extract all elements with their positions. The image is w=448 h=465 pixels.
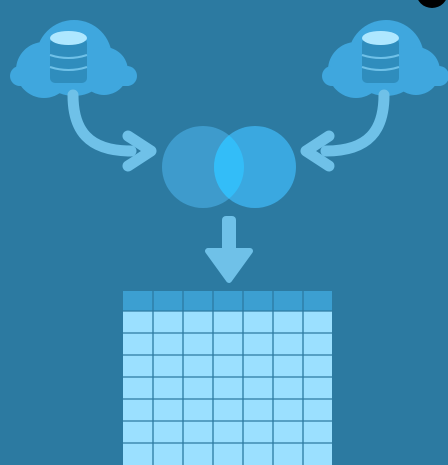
corner-shape <box>418 0 446 8</box>
right-curved-arrow-icon <box>300 89 390 172</box>
database-icon <box>361 31 400 83</box>
left-cloud-database-icon <box>10 20 137 98</box>
table-body <box>123 291 332 465</box>
table-header-row <box>123 291 332 311</box>
table-grid-icon <box>123 291 332 465</box>
left-curved-arrow-icon <box>67 89 157 172</box>
down-arrow-icon <box>205 216 253 283</box>
table-grid-lines <box>123 291 332 465</box>
database-icon <box>49 31 88 83</box>
right-cloud-database-icon <box>322 20 448 98</box>
venn-overlap-icon <box>162 126 296 208</box>
venn-overlap-region <box>214 126 244 208</box>
